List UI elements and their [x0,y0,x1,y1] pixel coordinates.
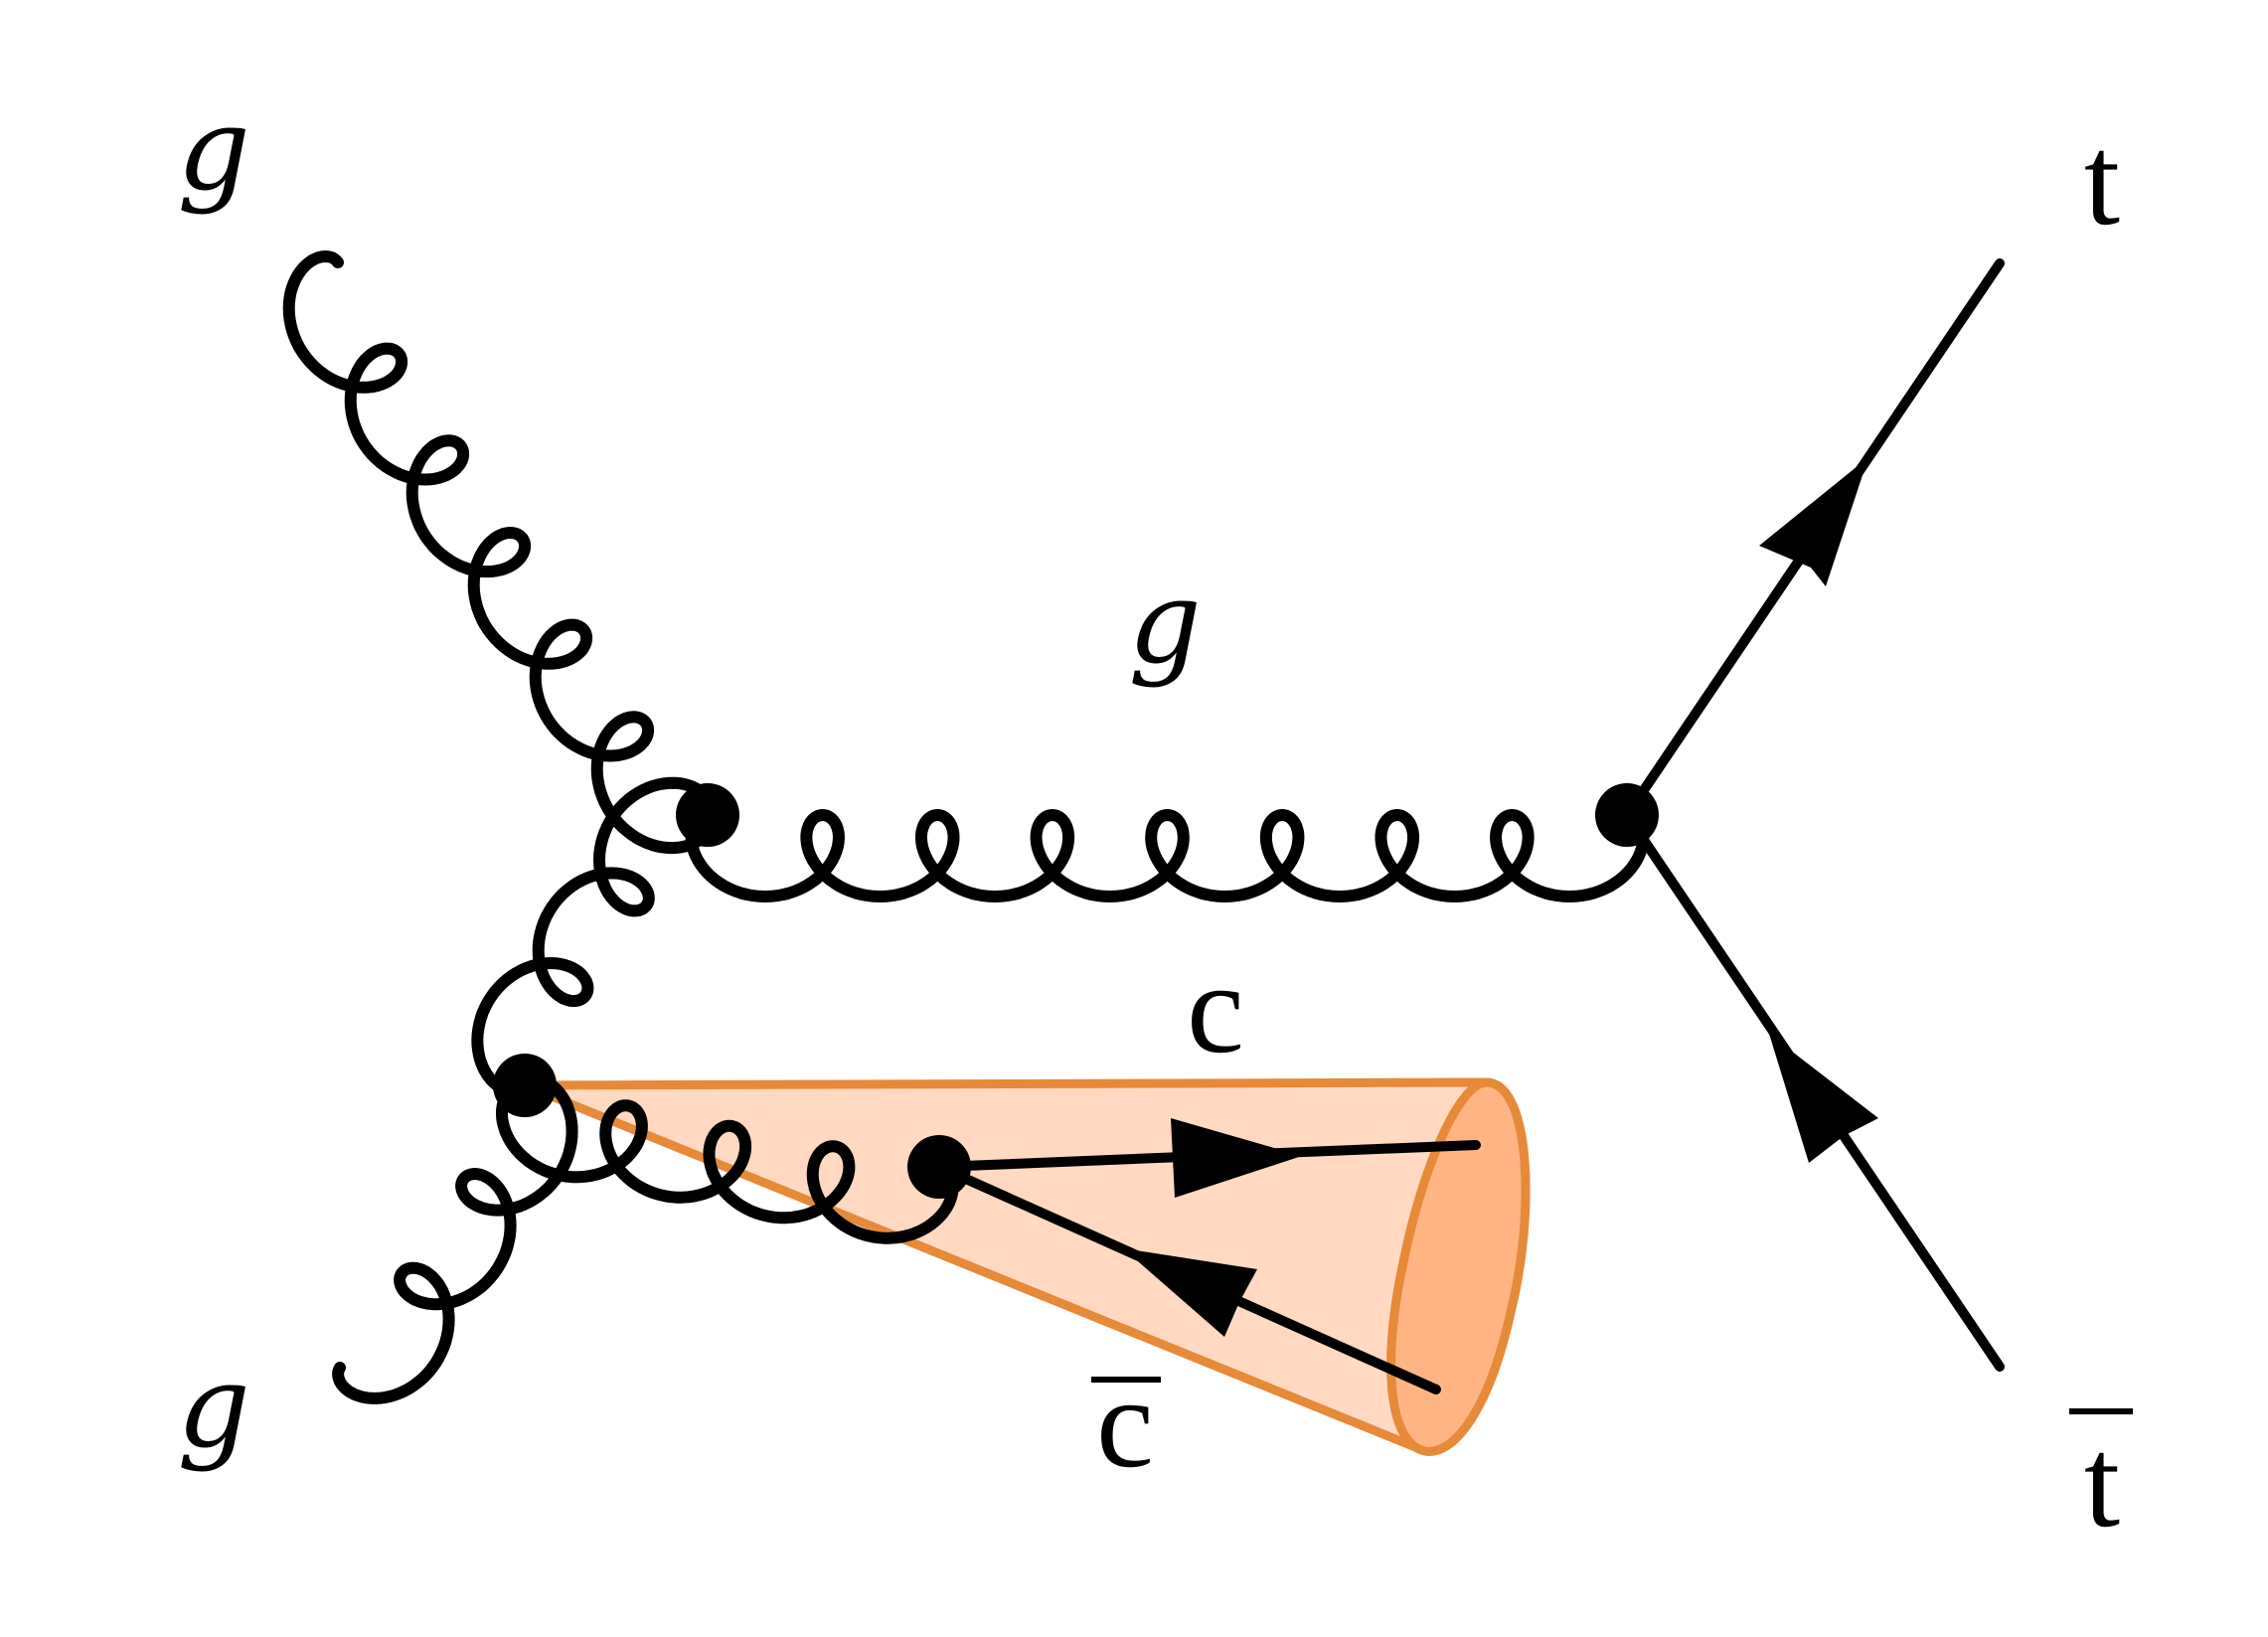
label-top: t [2084,109,2120,252]
label-gluon-in-top: g [177,83,250,217]
label-charm: c [1187,937,1244,1080]
charm-jet-cone [520,1077,1531,1456]
gluon-propagator-line [685,809,1650,902]
gluon-to-charm-line [496,1078,959,1244]
incoming-gluon-top-line [282,250,717,855]
label-antitop: t [2084,1411,2120,1555]
anticharm-arrow-icon [1123,1248,1257,1337]
jet-cone-body [520,1077,1531,1456]
charm-arrow-icon [1171,1118,1302,1198]
gluon-link-line [471,776,717,1097]
top-arrow-icon [1759,457,1868,586]
jet-cone-end-cap [1386,1077,1531,1456]
vertex-charm-pair [907,1135,971,1199]
vertex-gluon-bottom [493,1054,557,1117]
antitop-arrow-icon [1769,1034,1878,1163]
label-anticharm: c [1096,1352,1154,1495]
incoming-gluon-bottom-line [332,1073,578,1404]
vertex-gluon-top [1595,783,1659,847]
label-gluon-in-bottom: g [177,1341,250,1474]
vertex-gluon-merge [676,783,739,847]
label-gluon-propagator: g [1128,557,1202,690]
